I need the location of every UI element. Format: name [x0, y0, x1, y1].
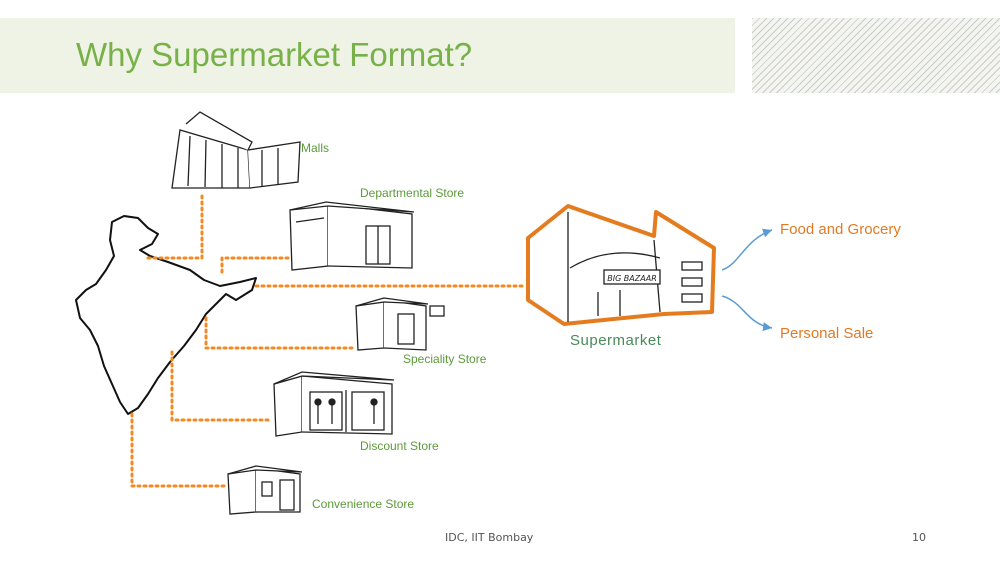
footer-source: IDC, IIT Bombay — [445, 531, 534, 544]
title-band — [0, 18, 735, 93]
connector-departmental — [220, 256, 292, 274]
india-map-outline — [75, 215, 257, 415]
decorative-hatch-panel — [752, 18, 1000, 93]
discount-store-building — [273, 371, 395, 437]
label-supermarket: Supermarket — [570, 332, 662, 349]
label-departmental-store: Departmental Store — [360, 186, 465, 200]
label-personal-sale: Personal Sale — [780, 325, 874, 342]
connector-speciality — [204, 316, 354, 350]
connector-convenience — [130, 412, 228, 488]
departmental-store-building — [289, 201, 415, 271]
arrow-to-food-grocery — [721, 228, 773, 271]
label-convenience-store: Convenience Store — [312, 497, 415, 511]
connector-discount — [170, 350, 272, 422]
malls-building — [171, 111, 301, 189]
page-number: 10 — [912, 531, 926, 544]
big-bazaar-sign: BIG BAZAAR — [607, 274, 657, 283]
supermarket-building: BIG BAZAAR — [526, 204, 716, 326]
speciality-store-building — [355, 297, 445, 351]
arrow-to-personal-sale — [721, 295, 773, 332]
connector-lines — [130, 190, 527, 488]
label-food-and-grocery: Food and Grocery — [780, 221, 901, 238]
label-malls: Malls — [301, 141, 330, 155]
slide-title: Why Supermarket Format? — [76, 36, 473, 73]
label-discount-store: Discount Store — [360, 439, 439, 453]
label-speciality-store: Speciality Store — [403, 352, 487, 366]
connector-malls — [146, 190, 204, 260]
convenience-store-building — [227, 465, 303, 515]
